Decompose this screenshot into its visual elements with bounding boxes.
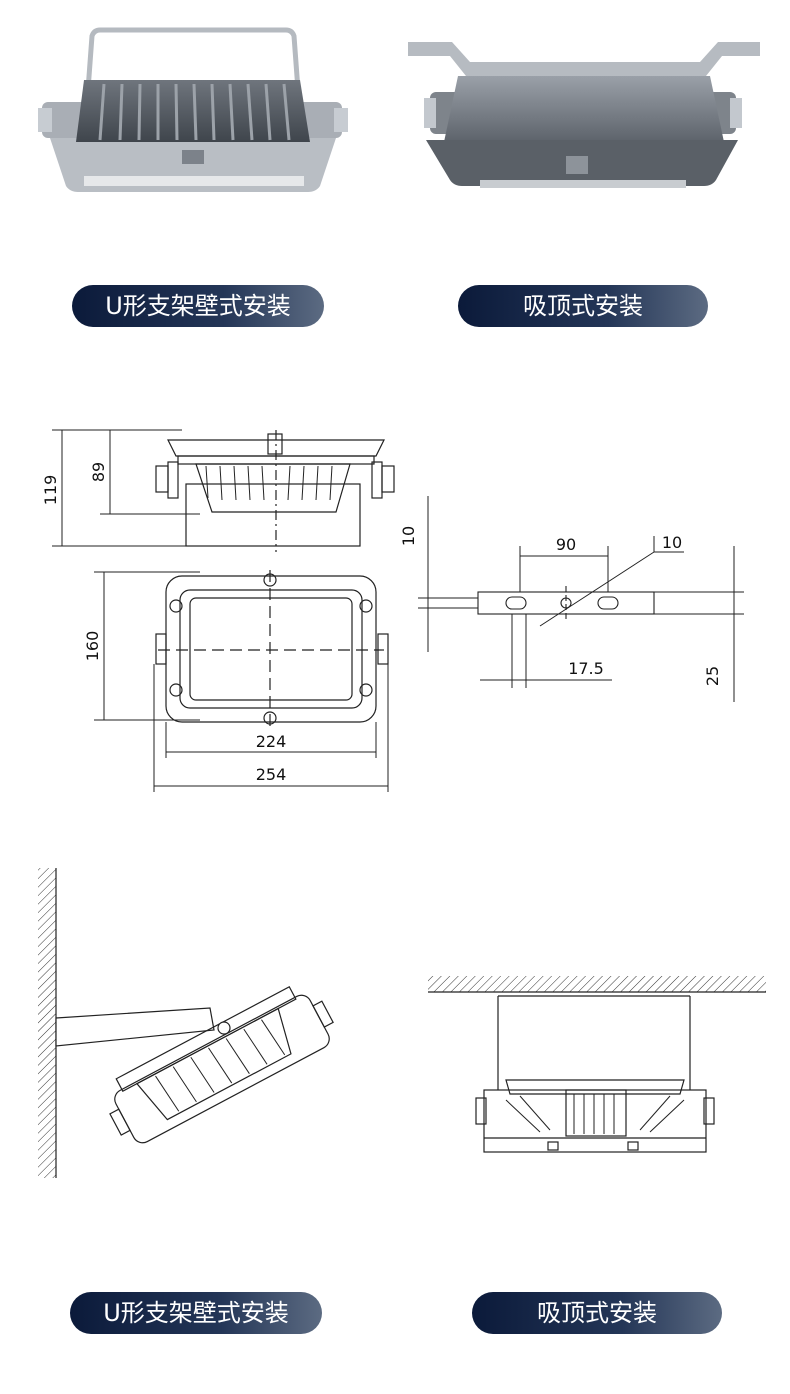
dim-height-body: 89 [89, 462, 108, 482]
caption-wall-mount-top: U形支架壁式安装 [72, 285, 324, 327]
dim-slot-width: 10 [662, 533, 682, 552]
caption-ceiling-mount-top: 吸顶式安装 [458, 285, 708, 327]
drawing-wall-mount [38, 868, 334, 1178]
caption-wall-mount-bottom: U形支架壁式安装 [70, 1292, 322, 1334]
drawing-ceiling-mount [428, 976, 766, 1153]
dim-hole-spacing: 90 [556, 535, 576, 554]
photo-u-bracket-lamp [38, 27, 348, 192]
photo-ceiling-lamp [408, 42, 760, 188]
drawing-front-view [94, 570, 389, 792]
drawing-side-view [52, 429, 395, 552]
dim-bracket-side: 10 [399, 526, 418, 546]
dim-bracket-height: 25 [703, 666, 722, 686]
drawing-bracket-detail [418, 496, 744, 702]
caption-ceiling-mount-bottom: 吸顶式安装 [472, 1292, 722, 1334]
dim-width-inner: 224 [256, 732, 287, 751]
dim-height-total: 119 [41, 475, 60, 506]
dim-bracket-edge: 17.5 [568, 659, 604, 678]
dim-depth: 160 [83, 631, 102, 662]
dim-width-outer: 254 [256, 765, 287, 784]
